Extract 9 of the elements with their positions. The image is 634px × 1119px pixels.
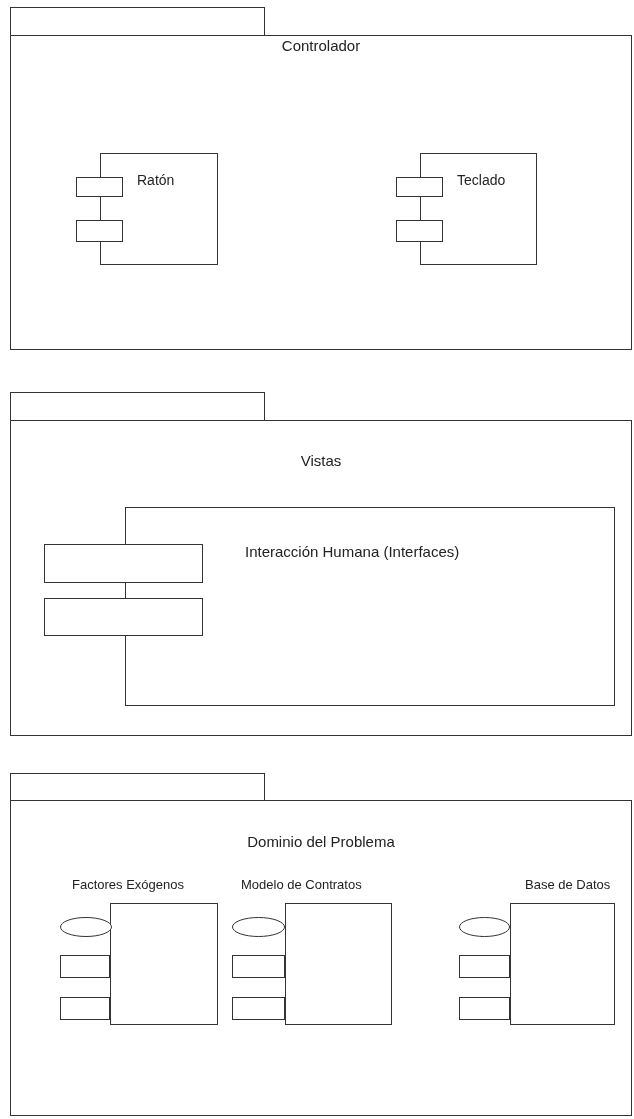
package-title: Controlador xyxy=(280,38,362,54)
package-title: Dominio del Problema xyxy=(246,834,396,850)
component-label: Factores Exógenos xyxy=(72,877,184,893)
package-title: Vistas xyxy=(299,453,343,469)
component-label: Teclado xyxy=(457,172,506,188)
component-label: Interacción Humana (Interfaces) xyxy=(245,544,460,560)
component-label: Ratón xyxy=(137,172,175,188)
component-label: Modelo de Contratos xyxy=(241,877,362,893)
component-label: Base de Datos xyxy=(525,877,611,893)
